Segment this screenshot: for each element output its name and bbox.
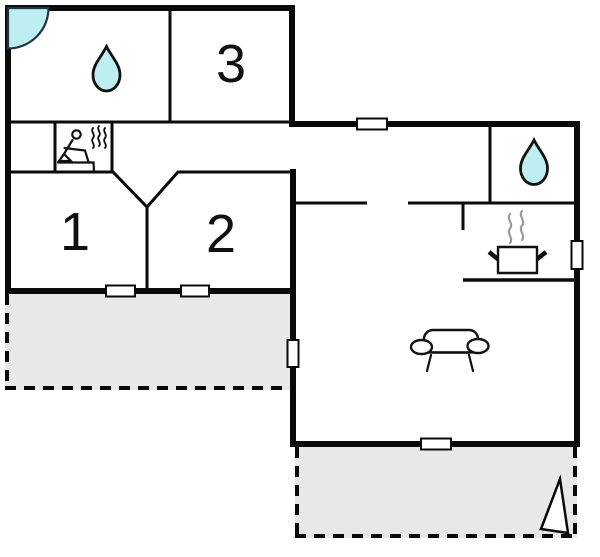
sauna-bench (56, 161, 96, 173)
sofa-leg-right (467, 353, 475, 373)
sauna-person-back (62, 138, 74, 156)
room2-label: 2 (205, 204, 237, 264)
cooking-pot-icon (487, 209, 548, 275)
sauna-steam-1 (91, 127, 95, 149)
interior-walls (8, 8, 578, 292)
sauna-person-head (71, 129, 82, 140)
sofa-leg-left (425, 353, 433, 373)
window-symbol-living-south (420, 437, 452, 451)
window-symbol-room2 (180, 284, 210, 298)
window-symbol-living-west (286, 339, 300, 368)
terrace-left-area (5, 294, 291, 390)
sauna-steam-3 (103, 127, 107, 149)
sauna-person-icon (56, 125, 107, 173)
window-symbol-room1 (105, 284, 136, 298)
room3-label: 3 (215, 34, 247, 94)
north-triangle-icon (539, 474, 570, 535)
terrace-bottom (295, 447, 577, 538)
water-drop-icon-bathroom2 (519, 136, 549, 186)
pot-body (496, 245, 539, 275)
terrace-left (5, 294, 291, 390)
pot-steam-1 (507, 212, 513, 245)
pot-steam-2 (519, 209, 525, 242)
sauna-person-legs (63, 146, 90, 164)
sauna-person-arm (56, 152, 74, 163)
terrace-bottom-area (295, 447, 577, 538)
window-symbol-kitchen-east (570, 240, 584, 270)
sofa-armrest-left (409, 338, 434, 356)
window-symbol-top (356, 117, 388, 131)
wall-bedrooms-north (8, 170, 294, 210)
wall-left-wing (5, 5, 296, 294)
sauna-steam-2 (97, 125, 101, 147)
corner-shower-icon (6, 6, 50, 50)
sofa-armrest-right (466, 337, 490, 355)
sofa-icon (409, 328, 490, 373)
room1-label: 1 (59, 202, 91, 262)
windows (105, 117, 584, 451)
water-drop-icon-bathroom1 (91, 43, 122, 93)
